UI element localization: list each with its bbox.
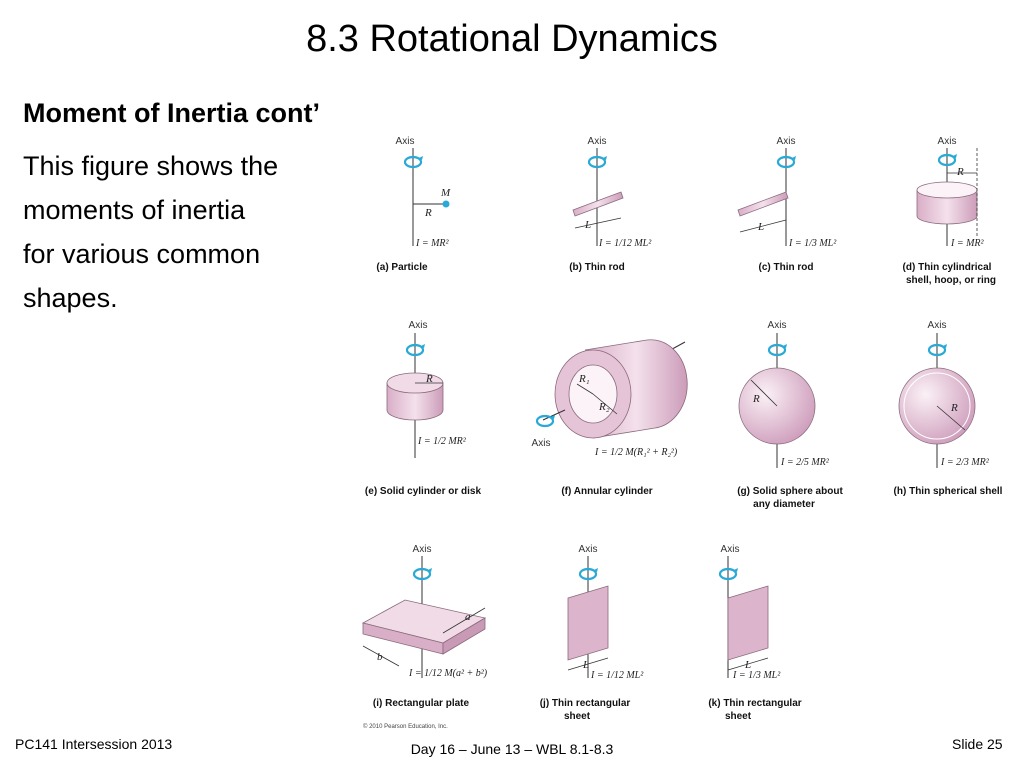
footer-date: Day 16 – June 13 – WBL 8.1-8.3 [410,741,614,757]
rotation-arrow-icon [718,566,740,581]
panel-h-spherical-shell: Axis R I = 2/3 MR² (h) Thin spherical sh… [894,320,1003,497]
formula: I = 1/3 ML² [732,670,781,681]
rotation-arrow-icon [405,342,427,357]
rotation-arrow-icon [767,342,789,357]
axis-label: Axis [532,438,551,449]
axis-label: Axis [777,136,796,147]
label-r: R [424,207,432,219]
caption: (i) Rectangular plate [373,698,470,709]
label-r: R [956,166,964,178]
panel-a-particle: Axis M R I = MR² (a) Particle [376,136,451,273]
disk-shape [386,383,444,421]
caption: (k) Thin rectangular [708,698,801,709]
label-l: L [582,659,589,671]
formula: I = 1/3 ML² [788,238,837,249]
caption-line2: shell, hoop, or ring [906,275,996,286]
panel-d-hoop: Axis R I = MR² (d) Thin cylindrical shel… [903,136,996,286]
formula: I = 1/12 ML² [590,670,644,681]
caption-line2: sheet [564,711,591,722]
label-r: R [425,373,433,385]
panel-f-annular-cylinder: R₁ R₂ Axis I = 1/2 M(R₁² + R₂²) (f) Annu… [532,339,688,497]
rotation-arrow-icon [927,342,949,357]
body-line: moments of inertia [23,195,246,225]
body-line: for various common [23,239,261,269]
axis-label: Axis [938,136,957,147]
caption: (f) Annular cylinder [561,486,652,497]
label-l: L [757,221,764,233]
rotation-arrow-icon [412,566,434,581]
slide-body: This figure shows the moments of inertia… [23,144,353,320]
axis-label: Axis [409,320,428,331]
moment-of-inertia-figure: Axis M R I = MR² (a) Particle Axis L I =… [361,136,1003,730]
slide-number: Slide 25 [952,736,1003,752]
rotation-arrow-icon [535,413,557,428]
label-m: M [440,187,451,199]
formula: I = 2/5 MR² [780,457,830,468]
label-a: a [465,611,471,623]
label-l: L [744,659,751,671]
panel-b-thin-rod: Axis L I = 1/12 ML² (b) Thin rod [569,136,652,273]
formula: I = 1/2 M(R₁² + R₂²) [594,447,678,458]
panel-e-solid-cylinder: Axis R I = 1/2 MR² (e) Solid cylinder or… [365,320,482,497]
panel-g-solid-sphere: Axis R I = 2/5 MR² (g) Solid sphere abou… [737,320,843,510]
formula: I = 1/12 M(a² + b²) [408,668,488,679]
label-r2: R₂ [598,401,610,413]
rotation-arrow-icon [937,152,959,167]
hoop-shape [916,190,978,225]
label-r: R [752,393,760,405]
caption: (c) Thin rod [759,262,814,273]
formula: I = 1/12 ML² [598,238,652,249]
slide-subheading: Moment of Inertia cont’ [23,98,320,128]
sheet-shape [567,585,609,661]
panel-k-thin-sheet: Axis L I = 1/3 ML² (k) Thin rectangular … [708,544,801,722]
caption: (h) Thin spherical shell [894,486,1003,497]
formula: I = 1/2 MR² [417,436,467,447]
rotation-arrow-icon [578,566,600,581]
sheet-shape [727,585,769,661]
panel-c-thin-rod: Axis L I = 1/3 ML² (c) Thin rod [737,136,837,273]
caption: (d) Thin cylindrical [903,262,992,273]
caption-line2: any diameter [753,499,815,510]
axis-label: Axis [396,136,415,147]
formula: I = 2/3 MR² [940,457,990,468]
caption: (j) Thin rectangular [540,698,631,709]
axis-label: Axis [928,320,947,331]
rod-shape [572,191,624,217]
slide-title: 8.3 Rotational Dynamics [306,18,718,60]
formula: I = MR² [950,238,985,249]
axis-label: Axis [768,320,787,331]
footer-course: PC141 Intersession 2013 [15,736,173,752]
label-l: L [584,219,591,231]
rod-shape [737,191,789,217]
particle-dot [442,200,450,208]
caption: (e) Solid cylinder or disk [365,486,482,497]
axis-label: Axis [588,136,607,147]
label-r: R [950,402,958,414]
axis-label: Axis [721,544,740,555]
body-line: This figure shows the [23,151,279,181]
panel-i-rectangular-plate: Axis a b I = 1/12 M(a² + b²) (i) Rectang… [361,544,488,709]
caption-line2: sheet [725,711,752,722]
caption: (b) Thin rod [569,262,625,273]
axis-label: Axis [579,544,598,555]
rotation-arrow-icon [776,154,798,169]
axis-label: Axis [413,544,432,555]
rotation-arrow-icon [403,154,425,169]
caption: (g) Solid sphere about [737,486,843,497]
copyright-note: © 2010 Pearson Education, Inc. [363,723,448,730]
rotation-arrow-icon [587,154,609,169]
body-line: shapes. [23,283,118,313]
panel-j-thin-sheet: Axis L I = 1/12 ML² (j) Thin rectangular… [540,544,645,722]
label-r1: R₁ [578,373,590,385]
formula: I = MR² [415,238,450,249]
caption: (a) Particle [376,262,428,273]
label-b: b [377,651,383,663]
